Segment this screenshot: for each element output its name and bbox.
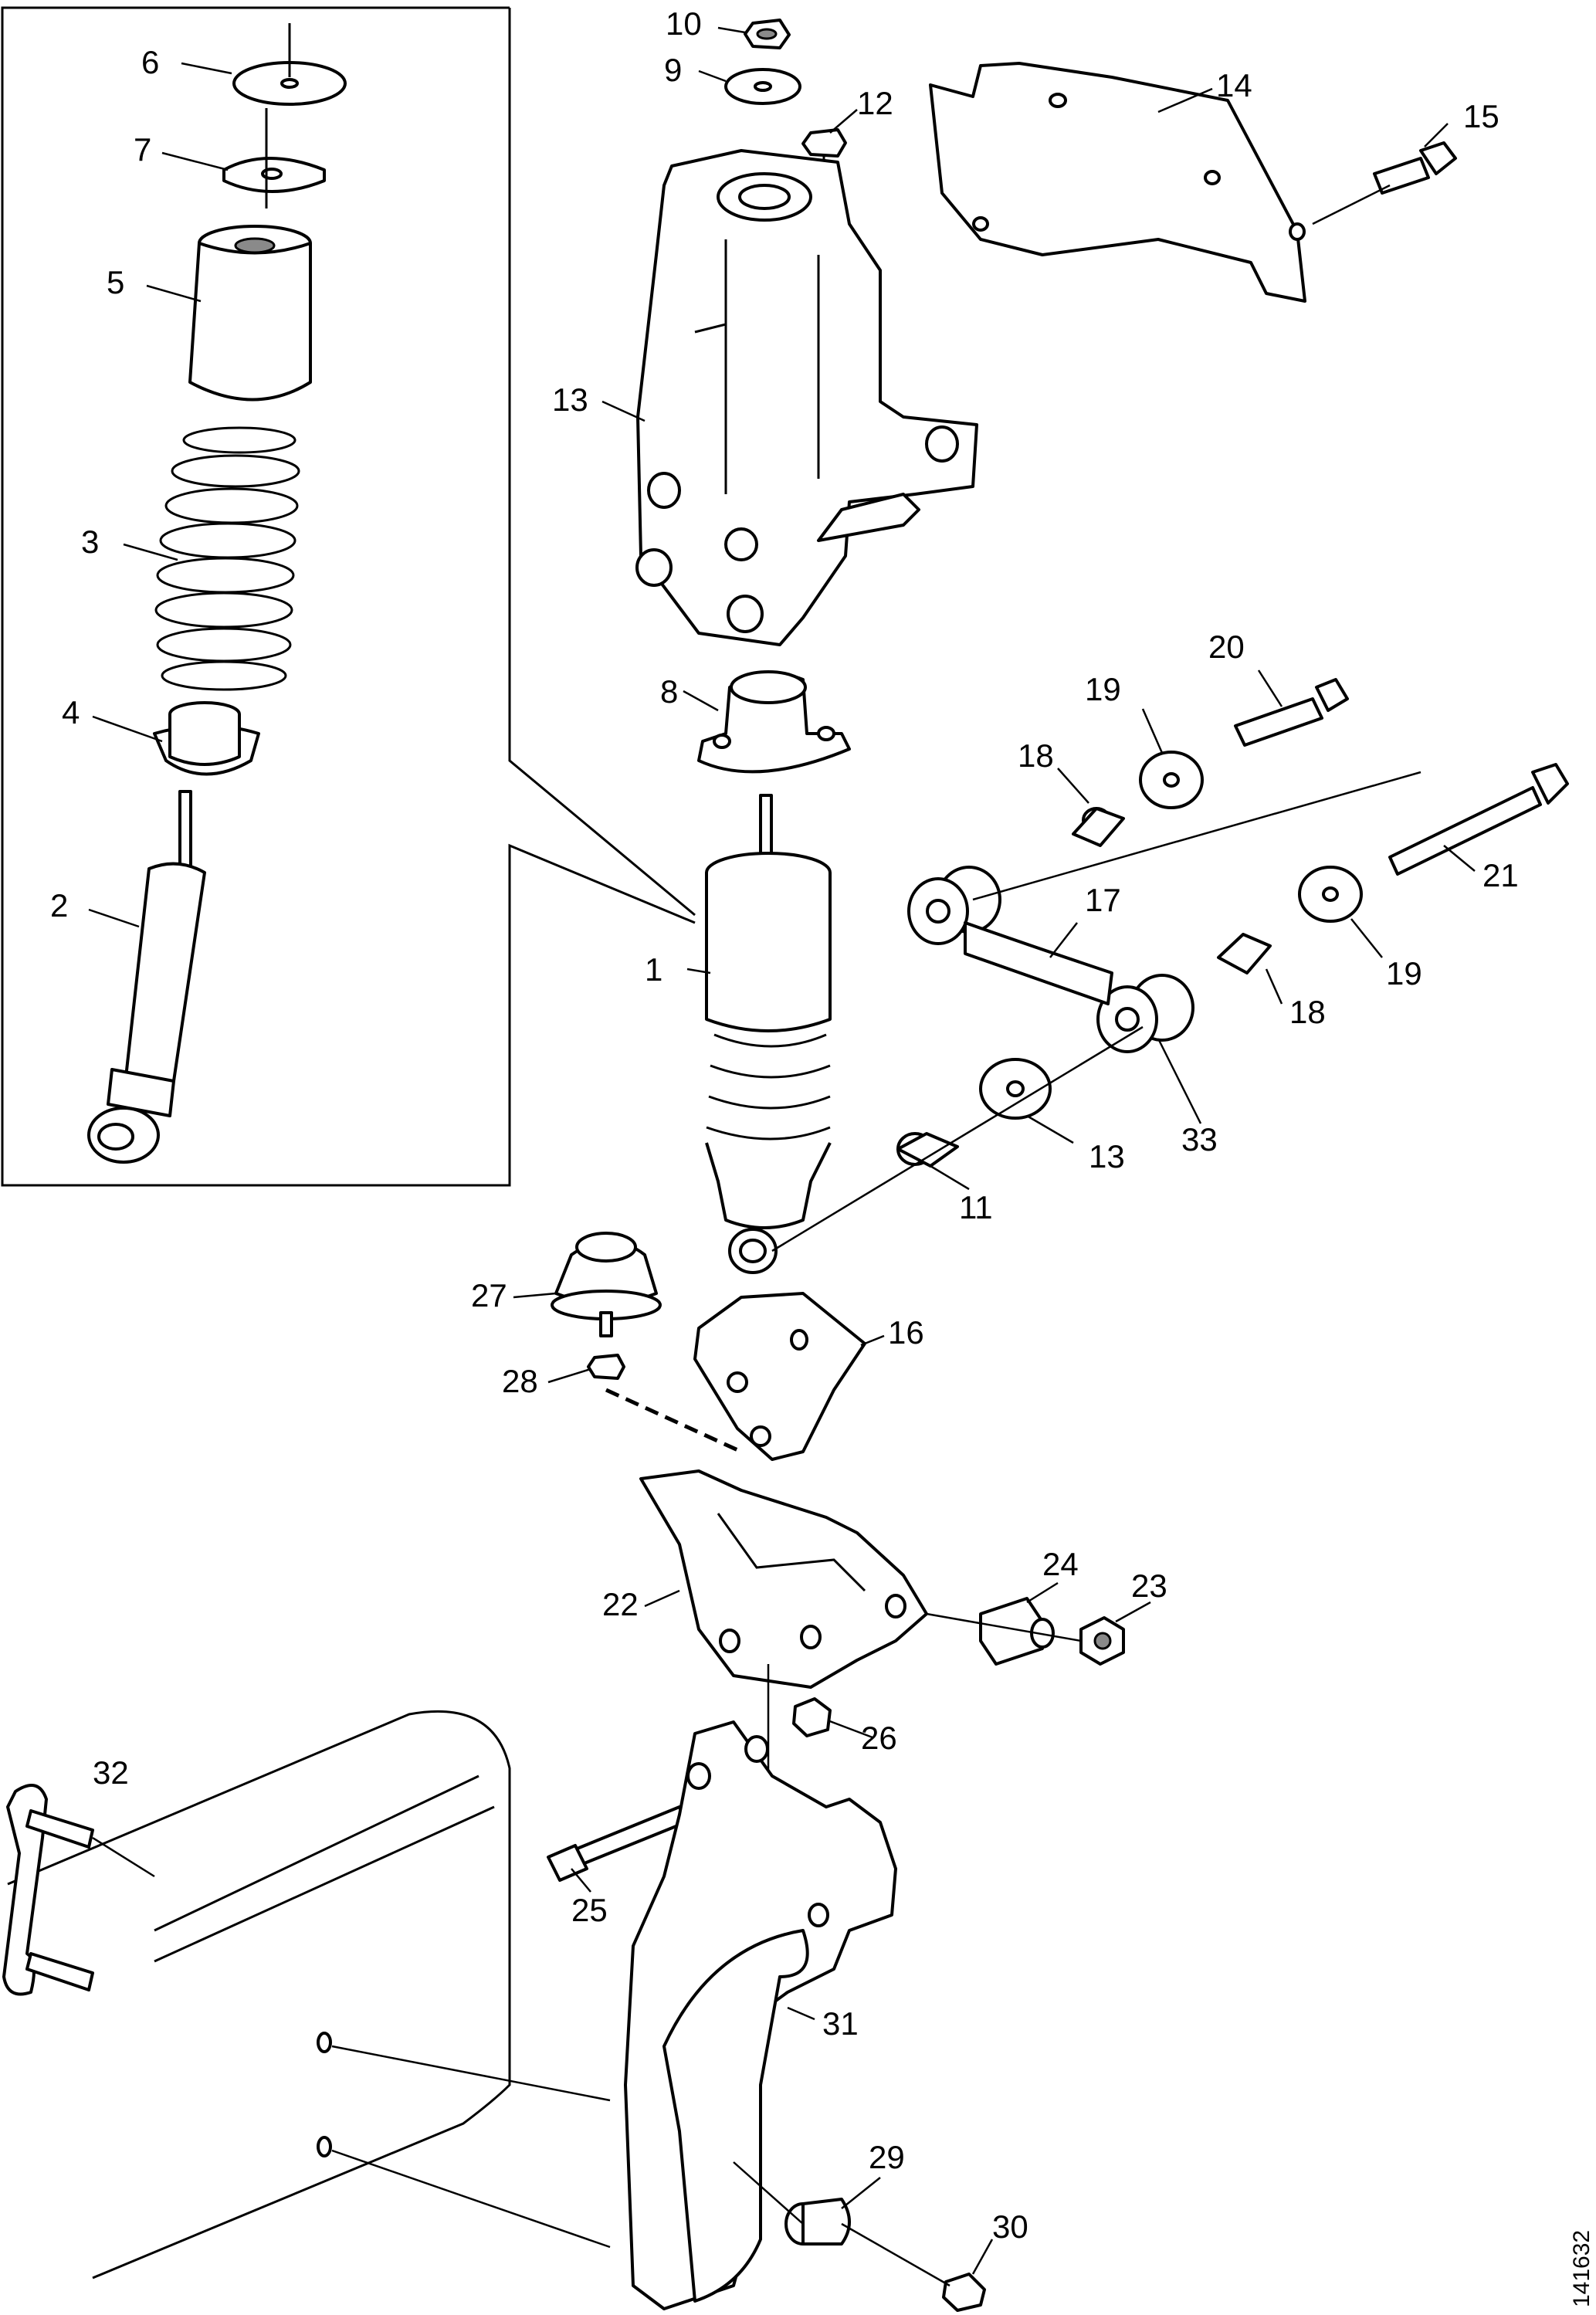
callout-label: 26 [861,1720,897,1756]
washer-9 [724,68,801,105]
coil-spring-3 [154,426,300,691]
callout-label: 29 [869,2139,905,2175]
bushing-29 [784,2198,851,2246]
axis-line-29 [733,2161,804,2225]
callout-label: 16 [888,1314,924,1351]
frame-rail [7,1710,611,2279]
dust-cover-5 [188,225,312,402]
callout-label: 30 [992,2208,1028,2245]
callout-label: 11 [959,1189,993,1225]
callout-label: 13 [1089,1138,1125,1174]
callout-label: 1 [645,951,662,988]
callout-label: 15 [1463,98,1499,134]
bracket-13 [635,149,978,646]
callout-labels: 1 2 3 4 5 6 7 8 9 10 11 12 13 13 14 15 1… [50,5,1519,2245]
bump-stop-27 [551,1232,662,1337]
bolt-20 [1234,678,1349,747]
axis-line-upper [972,771,1421,901]
axis-line-23 [926,1612,1082,1642]
leader-lines [88,26,1476,2275]
callout-label: 21 [1482,857,1519,893]
callout-label: 31 [822,2005,859,2042]
callout-label: 8 [660,673,678,710]
spring-hanger-31 [624,1720,897,2310]
callout-label: 20 [1208,629,1245,665]
air-spring-1 [705,852,832,1274]
callout-label: 14 [1216,67,1252,103]
torque-rod-17 [907,866,1194,1053]
callout-label: 28 [502,1363,538,1399]
nut-10 [744,19,791,49]
callout-label: 10 [666,5,702,42]
washer-19-lower [1298,866,1363,923]
callout-label: 2 [50,887,68,924]
u-bolt-32 [2,1784,155,1996]
bushing-18-upper [1072,807,1125,847]
axis-line-lower [771,1025,1144,1252]
callout-label: 23 [1131,1568,1167,1604]
callout-label: 13 [552,381,588,418]
spring-seat-4 [153,701,260,776]
bracket-16 [693,1292,866,1461]
nut-30 [841,2222,986,2312]
callout-label: 5 [107,264,124,300]
nut-23 [1079,1616,1125,1666]
nut-28 [587,1354,743,1454]
detail-inset [1,6,696,1187]
callout-label: 12 [857,85,893,121]
rubber-mount-8 [697,670,851,866]
callout-label: 22 [602,1586,639,1622]
washer-6 [232,23,347,106]
washer-13-lower [979,1058,1052,1120]
bump-stop-plate-7 [222,108,326,208]
spacer-24 [979,1597,1055,1666]
bolt-21 [1388,763,1569,876]
bracket-14 [929,62,1306,303]
callout-label: 17 [1085,882,1121,918]
callout-label: 7 [134,131,151,168]
figure-id-label: 141632 [1569,2230,1594,2307]
callout-label: 18 [1289,994,1326,1030]
washer-19-upper [1139,751,1204,809]
callout-label: 27 [471,1277,507,1313]
callout-label: 24 [1042,1546,1079,1582]
crossmember-22 [639,1469,928,1689]
callout-label: 6 [141,44,159,80]
callout-label: 18 [1018,737,1054,774]
callout-label: 25 [571,1892,608,1928]
callout-label: 32 [93,1754,129,1791]
callout-label: 3 [81,524,99,560]
callout-label: 4 [62,694,80,730]
bushing-18-lower [1217,933,1272,974]
callout-label: 19 [1085,671,1121,707]
callout-label: 19 [1386,955,1422,991]
callout-label: 9 [664,52,682,88]
shock-absorber-2 [87,790,206,1164]
bushing-11 [896,1132,959,1168]
bolt-15 [1312,141,1457,225]
callout-label: 33 [1181,1121,1218,1158]
